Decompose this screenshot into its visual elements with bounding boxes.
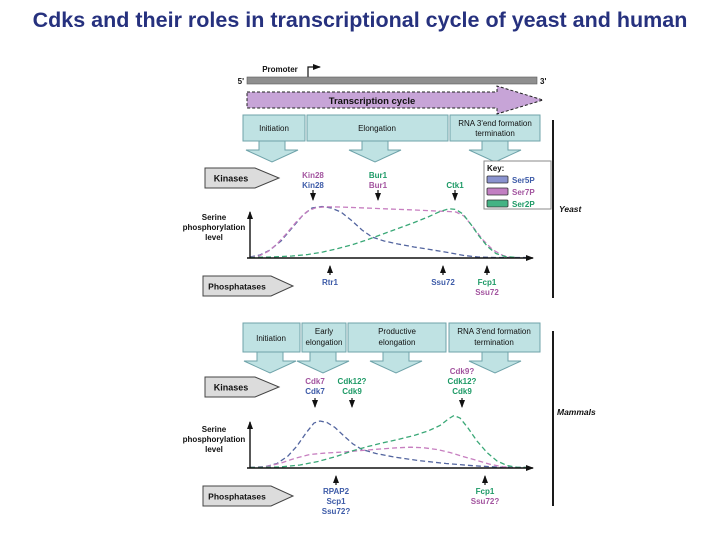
- kinase-kin28-ser5: Kin28: [302, 181, 324, 190]
- down-arrow-icon: [468, 140, 522, 163]
- down-arrow-icon: [296, 351, 350, 374]
- promoter-label: Promoter: [262, 65, 298, 74]
- kinase-cdk9-late: Cdk9: [452, 387, 472, 396]
- yeast-section: Initiation Elongation RNA 3'end formatio…: [183, 114, 583, 298]
- kinase-cdk12-question: Cdk12?: [448, 377, 477, 386]
- kinase-bur1-ser7: Bur1: [369, 181, 388, 190]
- kinase-kin28-ser7: Kin28: [302, 171, 324, 180]
- phosphatase-ssu72-question-ser7: Ssu72?: [471, 497, 500, 506]
- kinase-cdk7-ser5: Cdk7: [305, 387, 325, 396]
- five-prime-label: 5': [238, 77, 244, 86]
- phosphatases-banner-yeast: [202, 275, 295, 297]
- legend-label-ser5p: Ser5P: [512, 176, 535, 185]
- kinase-cdk9: Cdk9: [342, 387, 362, 396]
- slide-title: Cdks and their roles in transcriptional …: [0, 8, 720, 33]
- kinases-banner-yeast: [204, 167, 281, 189]
- stage-box-initiation-mammals: [242, 322, 301, 353]
- stage-label-termination-yeast-line1: RNA 3'end formation: [458, 119, 532, 128]
- stage-label-initiation-mammals: Initiation: [256, 334, 286, 343]
- stage-label-termination-mammals-line1: RNA 3'end formation: [457, 327, 531, 336]
- transcription-cycle-arrow: [246, 85, 545, 115]
- phosphatase-scp1: Scp1: [326, 497, 346, 506]
- yeast-section-label: Yeast: [559, 204, 583, 214]
- phosphatase-ssu72-question: Ssu72?: [322, 507, 351, 516]
- stage-box-early-elongation: [301, 322, 347, 353]
- three-prime-label: 3': [540, 77, 546, 86]
- phosphatase-rtr1: Rtr1: [322, 278, 339, 287]
- phosphatase-fcp1: Fcp1: [478, 278, 497, 287]
- stage-box-productive-elongation: [347, 322, 447, 353]
- stage-label-productive-elongation-line2: elongation: [379, 338, 416, 347]
- down-arrow-icon: [245, 140, 299, 163]
- phosphatases-banner-mammals: [202, 485, 295, 507]
- kinases-banner-mammals: [204, 376, 281, 398]
- phosphatase-rpap2: RPAP2: [323, 487, 350, 496]
- down-arrow-icon: [243, 351, 297, 374]
- legend-swatch-ser7p: [486, 187, 509, 196]
- phosphatases-banner-label-yeast: Phosphatases: [208, 282, 266, 292]
- stage-label-elongation-yeast: Elongation: [358, 124, 396, 133]
- legend-title: Key:: [487, 164, 504, 173]
- y-axis-label-mammals-line1: Serine: [202, 425, 227, 434]
- legend-swatch-ser5p: [486, 175, 509, 184]
- stage-label-early-elongation-line2: elongation: [306, 338, 343, 347]
- kinase-cdk12: Cdk12?: [338, 377, 367, 386]
- y-axis-label-yeast-line2: phosphorylation: [183, 223, 246, 232]
- mammals-section-label: Mammals: [557, 407, 596, 417]
- transcription-cycle-label: Transcription cycle: [329, 96, 416, 107]
- phosphatase-ssu72: Ssu72: [431, 278, 455, 287]
- y-axis-label-mammals-line2: phosphorylation: [183, 435, 246, 444]
- curve-ser7p-yeast: [249, 206, 513, 259]
- legend-label-ser7p: Ser7P: [512, 188, 535, 197]
- curve-ser5p-mammals: [249, 420, 529, 469]
- kinase-cdk9-question: Cdk9?: [450, 367, 475, 376]
- down-arrow-icon: [369, 351, 423, 374]
- transcription-start-arrow-icon: [307, 64, 321, 78]
- y-axis-label-yeast-line3: level: [205, 233, 223, 242]
- kinases-banner-label-mammals: Kinases: [214, 383, 249, 393]
- slide-title-text: Cdks and their roles in transcriptional …: [32, 8, 688, 32]
- curve-ser2p-yeast: [249, 208, 518, 259]
- legend-label-ser2p: Ser2P: [512, 200, 535, 209]
- y-axis-label-yeast-line1: Serine: [202, 213, 227, 222]
- curve-ser7p-mammals: [249, 446, 513, 469]
- stage-box-initiation-yeast: [242, 114, 306, 142]
- stage-label-productive-elongation-line1: Productive: [378, 327, 416, 336]
- kinase-cdk7-ser7: Cdk7: [305, 377, 325, 386]
- kinase-bur1-ser2: Bur1: [369, 171, 388, 180]
- stage-label-early-elongation-line1: Early: [315, 327, 333, 336]
- legend-swatch-ser2p: [486, 199, 509, 208]
- y-axis-label-mammals-line3: level: [205, 445, 223, 454]
- mammals-section: Initiation Early elongation Productive e…: [183, 322, 596, 516]
- phosphatases-banner-label-mammals: Phosphatases: [208, 492, 266, 502]
- kinases-banner-label-yeast: Kinases: [214, 174, 249, 184]
- down-arrow-icon: [468, 351, 522, 374]
- stage-label-termination-mammals-line2: termination: [474, 338, 514, 347]
- phosphatase-ssu72-ser7: Ssu72: [475, 288, 499, 297]
- stage-label-initiation-yeast: Initiation: [259, 124, 289, 133]
- kinase-ctk1: Ctk1: [446, 181, 464, 190]
- dna-bar: [246, 76, 538, 85]
- curve-ser5p-yeast: [249, 205, 528, 259]
- down-arrow-icon: [348, 140, 402, 163]
- stage-label-termination-yeast-line2: termination: [475, 129, 515, 138]
- stage-box-termination-mammals: [448, 322, 541, 353]
- phosphatase-fcp1-mammals: Fcp1: [476, 487, 495, 496]
